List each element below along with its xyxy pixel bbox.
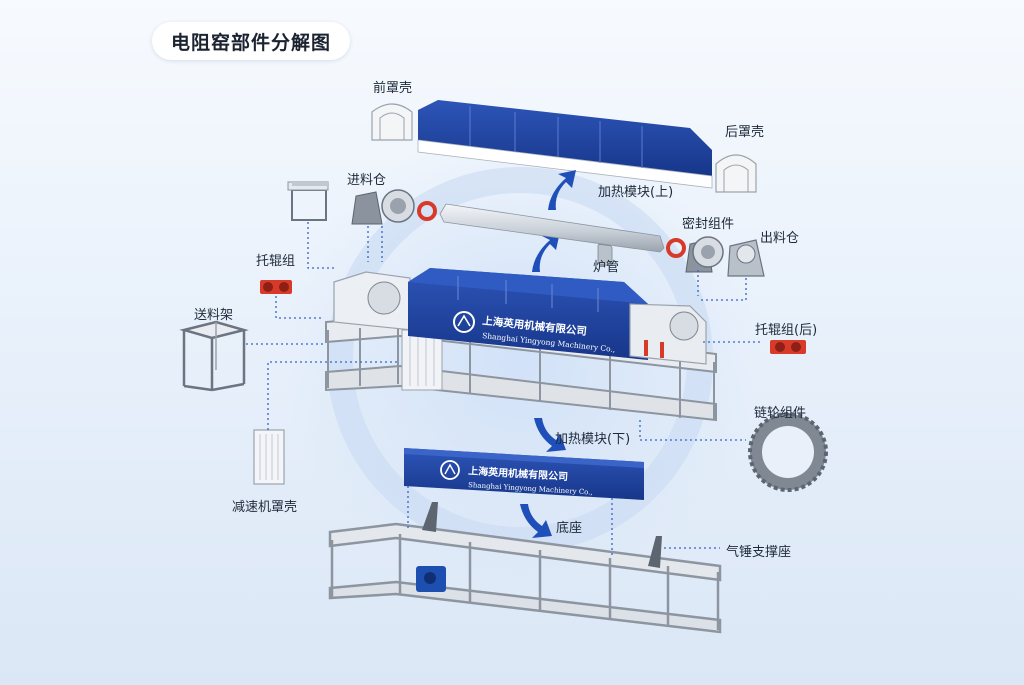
rear-cover-part <box>715 154 757 193</box>
roller-group-part <box>260 280 292 294</box>
front-cover-part <box>371 103 413 141</box>
seal-ring-left-part <box>417 201 437 221</box>
brand-logo-icon <box>453 311 475 333</box>
discharge-end-housing-part <box>629 303 707 365</box>
brand-logo-icon-lower <box>440 460 460 480</box>
label-rear-cover: 后罩壳 <box>725 125 765 140</box>
reducer-cover-assembled-part <box>401 329 443 391</box>
label-roller-group: 托辊组 <box>256 254 296 269</box>
base-frame-part <box>328 522 722 634</box>
arrow-up-icon-upper <box>548 170 576 210</box>
seal-ring-right-part <box>666 238 686 258</box>
label-feed-rack: 送料架 <box>194 308 234 323</box>
label-hammer-support: 气锤支撑座 <box>726 545 792 560</box>
arrow-down-icon-lower <box>520 504 552 538</box>
label-reducer-cover: 减速机罩壳 <box>232 500 298 515</box>
hammer-support-part <box>422 502 662 568</box>
feed-end-housing-part <box>333 271 413 331</box>
feed-bin-part <box>351 189 415 225</box>
label-roller-group-rear: 托辊组(后) <box>755 323 818 338</box>
roller-group-rear-part <box>770 340 806 354</box>
label-heating-lower: 加热模块(下) <box>555 432 631 447</box>
label-feed-bin: 进料仓 <box>347 173 387 188</box>
reducer-cover-part <box>253 429 285 485</box>
sprocket-assembly-part <box>748 412 828 492</box>
arrow-up-icon-lower <box>532 232 560 272</box>
label-sprocket-assembly: 链轮组件 <box>754 406 807 421</box>
arrow-down-icon-upper <box>534 418 566 452</box>
label-front-cover: 前罩壳 <box>373 81 413 96</box>
page-title: 电阻窑部件分解图 <box>152 22 350 60</box>
feed-rack-part <box>179 320 249 392</box>
feed-rack-upper-part <box>287 181 329 221</box>
leader-lines <box>246 222 760 556</box>
lower-heating-module-part: 上海英用机械有限公司 Shanghai Yingyong Machinery C… <box>404 448 644 500</box>
assembled-heating-module-part: 上海英用机械有限公司 Shanghai Yingyong Machinery C… <box>408 268 648 360</box>
seal-assembly-part <box>685 236 724 273</box>
upper-heating-module-part <box>417 100 713 189</box>
reducer-motor-part <box>416 566 446 592</box>
label-heating-upper: 加热模块(上) <box>598 185 674 200</box>
label-base: 底座 <box>556 521 583 536</box>
label-discharge-bin: 出料仓 <box>760 231 800 246</box>
label-furnace-tube: 炉管 <box>593 260 620 275</box>
label-seal-assembly: 密封组件 <box>682 217 735 232</box>
discharge-bin-part <box>727 239 765 277</box>
